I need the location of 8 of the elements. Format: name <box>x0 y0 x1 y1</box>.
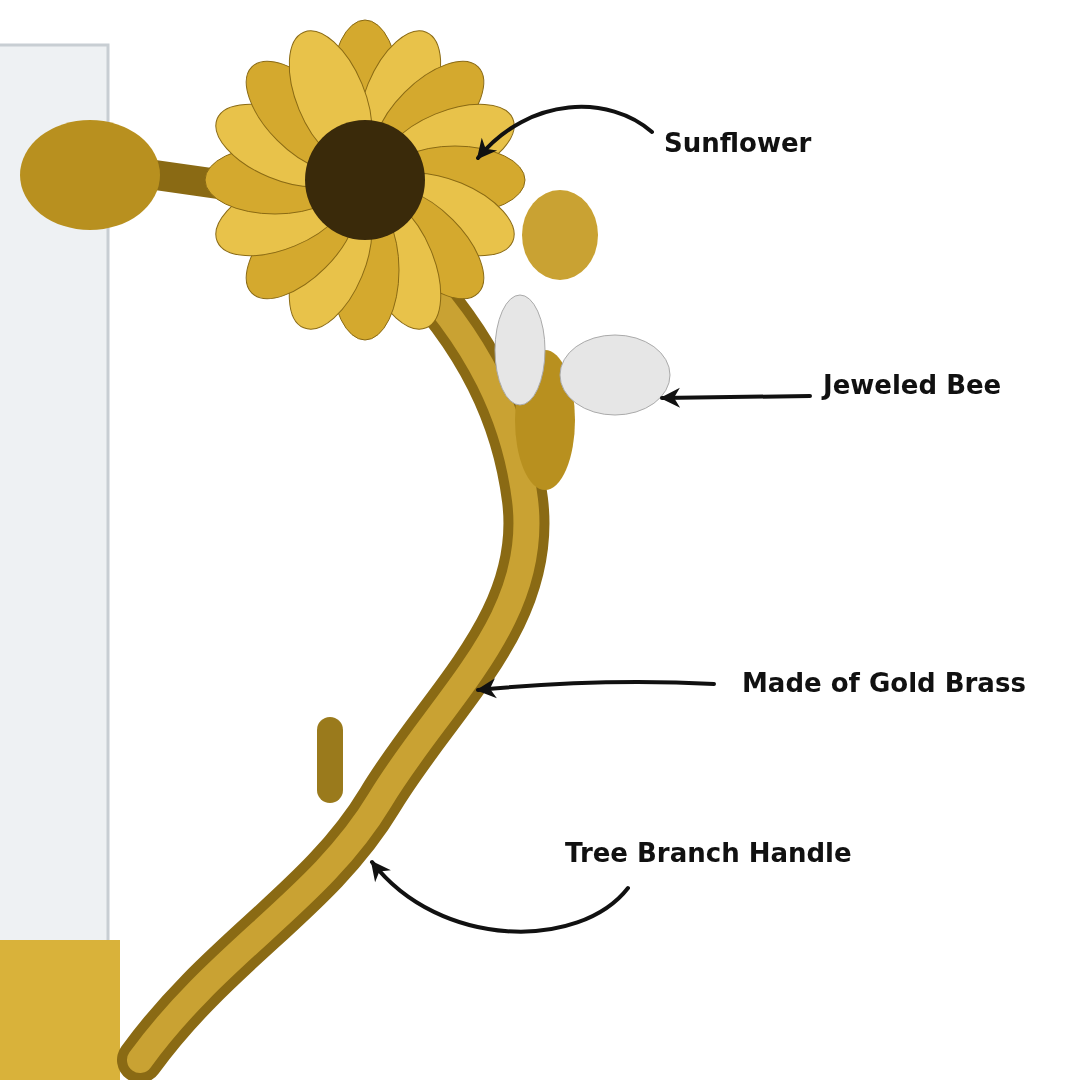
arrow <box>370 860 630 934</box>
callout-label: Made of Gold Brass <box>742 668 1026 698</box>
callout-label: Jeweled Bee <box>823 370 1002 400</box>
callout-label: Sunflower <box>664 128 812 158</box>
arrow <box>476 104 654 160</box>
arrow <box>476 678 716 699</box>
arrow <box>660 387 812 408</box>
callout-label: Tree Branch Handle <box>565 838 852 868</box>
